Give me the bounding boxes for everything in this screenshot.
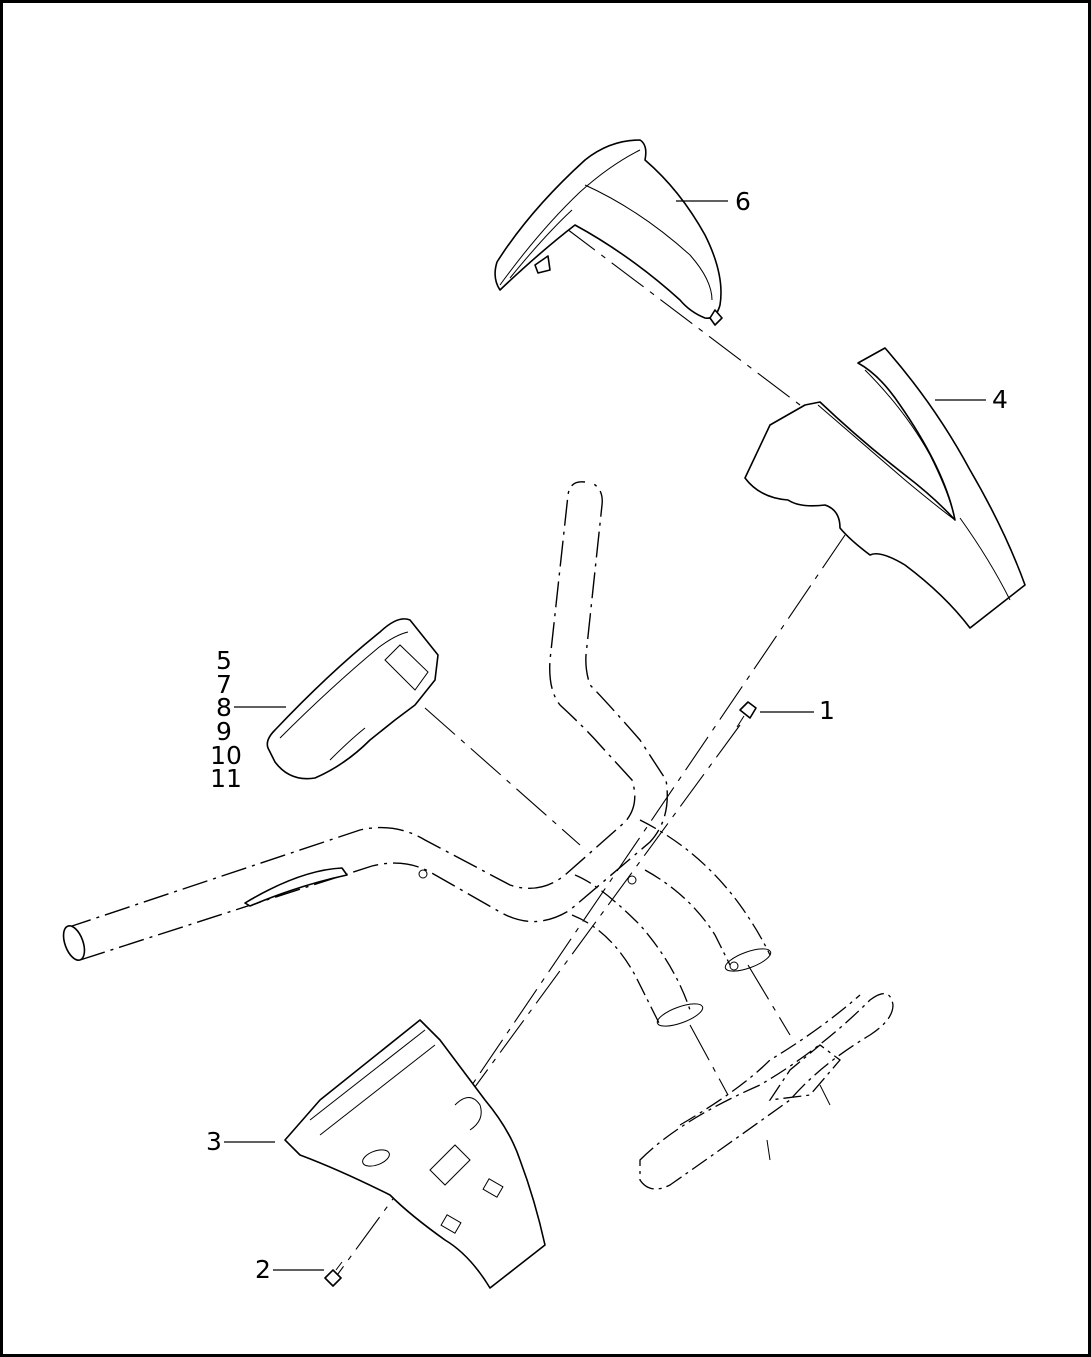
callout-2: 2	[255, 1255, 271, 1284]
part-2-screw	[324, 1261, 343, 1287]
callout-1: 1	[819, 696, 835, 725]
part-5-11-gauge-module	[266, 618, 439, 780]
part-1-screw	[736, 701, 757, 728]
callout-6: 6	[735, 187, 751, 216]
callout-8: 8	[216, 693, 232, 722]
callout-9: 9	[216, 717, 232, 746]
part-3-lower-housing	[284, 1019, 546, 1289]
riser-clamp-phantom	[639, 993, 894, 1190]
callout-3: 3	[206, 1127, 222, 1156]
callout-11: 11	[210, 764, 242, 793]
callout-7: 7	[216, 670, 232, 699]
callout-4: 4	[992, 385, 1008, 414]
handlebar-phantom	[62, 481, 772, 1027]
part-6-upper-cover	[494, 139, 723, 326]
part-4-dash-panel	[744, 347, 1026, 629]
handlebar-end	[62, 925, 86, 961]
callout-5: 5	[216, 646, 232, 675]
handlebar-grip-knurl	[244, 867, 348, 907]
handlebar-hole	[418, 869, 428, 879]
callout-stack: 5 7 8 9 10 11	[210, 646, 242, 793]
callout-10: 10	[210, 741, 242, 770]
